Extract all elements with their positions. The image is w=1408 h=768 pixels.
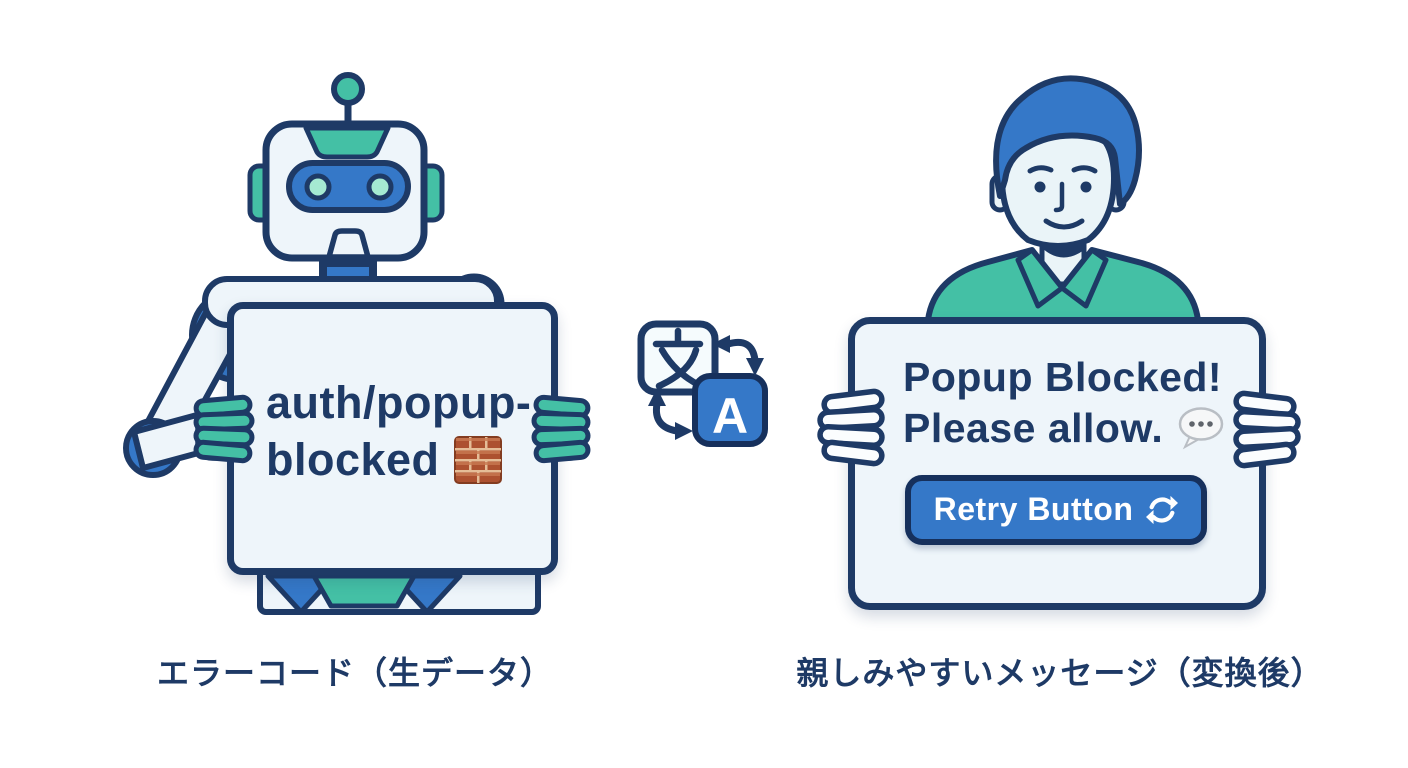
person-eye-right	[1080, 181, 1092, 193]
person-sign-line-2: Please allow.	[903, 403, 1259, 454]
right-caption: 親しみやすいメッセージ（変換後）	[796, 655, 1324, 691]
person-hair	[993, 75, 1142, 207]
robot-eye-right	[366, 173, 394, 201]
person-figure	[925, 75, 1201, 323]
left-caption: エラーコード（生データ）	[156, 655, 553, 691]
person-sign: Popup Blocked! Please allow. Retry Butto…	[848, 317, 1266, 610]
robot-head-notch	[303, 125, 391, 160]
person-smile	[1043, 218, 1085, 230]
friendly-message-text: Popup Blocked!	[903, 354, 1223, 400]
retry-button[interactable]: Retry Button	[905, 474, 1207, 545]
person-eyebrow-left	[1027, 165, 1054, 174]
person-nose	[1053, 181, 1065, 213]
error-code-text: auth/popup-	[266, 377, 532, 428]
brick-wall-emoji	[453, 436, 502, 485]
robot-chin	[326, 228, 371, 260]
person-eye-left	[1034, 181, 1046, 193]
refresh-icon	[1146, 495, 1179, 524]
person-collar-left	[1015, 247, 1065, 309]
robot-sign-line-2: blocked	[266, 432, 551, 489]
robot-sign-line-1: auth/popup-	[266, 375, 551, 432]
person-sign-line-1: Popup Blocked!	[903, 352, 1259, 403]
person-collar-right	[1059, 247, 1109, 309]
error-code-text-2: blocked	[266, 433, 440, 485]
robot-head	[247, 72, 445, 262]
robot-sign: auth/popup- blocked	[227, 302, 558, 575]
robot-antenna-ball	[331, 72, 365, 106]
robot-eye-left	[304, 173, 332, 201]
speech-balloon-emoji	[1178, 407, 1224, 450]
friendly-message-text-2: Please allow.	[903, 405, 1164, 452]
person-eyebrow-right	[1071, 165, 1098, 174]
retry-button-label: Retry Button	[933, 491, 1134, 527]
